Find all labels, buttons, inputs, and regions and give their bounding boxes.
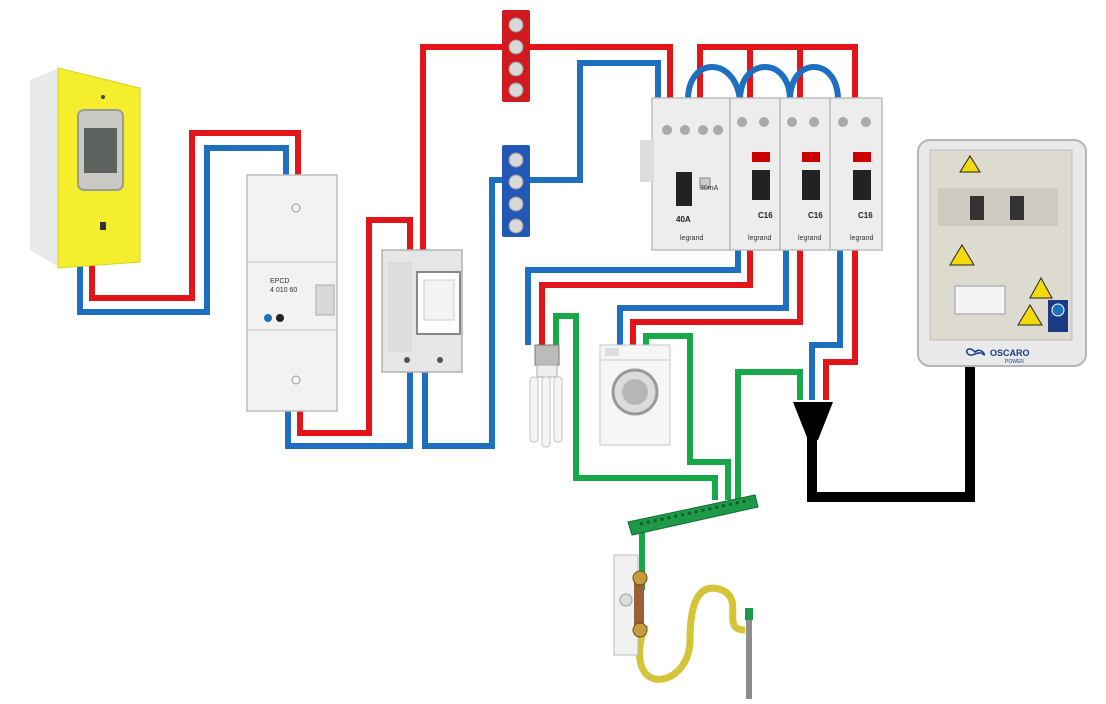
mcb-2-rating: C16 — [808, 211, 823, 220]
wire-bulb-phase — [539, 250, 753, 345]
wire-dc-cable — [807, 366, 975, 502]
wire-neutralbar-rcd — [530, 60, 661, 183]
earth-bus-bar — [627, 494, 759, 536]
breaker-handle — [315, 284, 335, 316]
wire-breaker-submeter-neutral — [285, 370, 413, 449]
wire-washer-neutral — [617, 250, 789, 345]
rcd-brand: legrand — [680, 235, 703, 242]
wire-submeter-neutralbar — [422, 177, 502, 449]
wire-neutral-arc-3 — [787, 64, 841, 101]
mcb-3-brand: legrand — [850, 235, 873, 242]
linky-meter — [30, 67, 141, 269]
wire-solar-phase — [823, 250, 858, 400]
warning-triangle-icon — [949, 244, 975, 266]
warning-triangle-icon — [1029, 276, 1053, 299]
rcd-handle — [676, 172, 692, 206]
meter-display — [84, 128, 117, 173]
y-connector — [793, 402, 833, 440]
energy-submeter — [381, 249, 463, 373]
main-breaker-brand: EPCD — [270, 278, 289, 285]
washing-machine-icon — [599, 344, 671, 446]
wire-breaker-submeter-phase — [297, 217, 413, 436]
wire-earth-cable — [636, 584, 746, 683]
earth-terminal — [613, 554, 648, 656]
rcd-switch: 40A 30mA legrand — [640, 97, 731, 251]
wire-bulb-earth — [553, 313, 718, 500]
mcb-2-handle — [802, 170, 820, 200]
info-circle-icon — [1051, 303, 1065, 317]
warning-triangle-icon — [1017, 304, 1043, 326]
wire-solar-earth — [735, 369, 803, 500]
breaker-test-button — [264, 314, 272, 322]
inverter-brand: OSCARO — [990, 348, 1030, 358]
mcb-1: C16 legrand — [729, 97, 781, 251]
mcb-3: C16 legrand — [829, 97, 883, 251]
mcb-3-handle — [853, 170, 871, 200]
breaker-adjust — [276, 314, 284, 322]
mcb-3-rating: C16 — [858, 211, 873, 220]
wire-washer-phase — [630, 250, 803, 345]
rcd-rating: 40A — [676, 215, 691, 224]
wire-meter-breaker-phase — [89, 130, 301, 301]
wire-solar-neutral — [809, 250, 843, 400]
rcd-sensitivity: 30mA — [700, 185, 719, 192]
earth-rod-icon — [745, 608, 753, 699]
wire-washer-earth — [643, 333, 731, 500]
mcb-1-rating: C16 — [758, 211, 773, 220]
wire-meter-breaker-neutral — [77, 145, 289, 315]
mcb-1-handle — [752, 170, 770, 200]
warning-triangle-icon — [959, 155, 981, 173]
mcb-2-brand: legrand — [798, 235, 821, 242]
main-breaker: EPCD 4 010 60 — [246, 174, 338, 412]
wire-neutral-arc-1 — [685, 64, 743, 101]
wire-submeter-phasebar — [420, 44, 673, 255]
meter-led — [101, 95, 105, 99]
neutral-bus-bar — [502, 145, 530, 237]
solar-junction-box: OSCARO POWER — [917, 139, 1087, 367]
wire-neutral-arc-2 — [737, 64, 793, 101]
wire-bulb-neutral — [525, 250, 741, 345]
rcd-test-button — [699, 177, 711, 189]
meter-button — [100, 222, 106, 230]
mcb-2: C16 legrand — [779, 97, 831, 251]
mcb-1-brand: legrand — [748, 235, 771, 242]
phase-bus-bar — [502, 10, 530, 102]
main-breaker-ref: 4 010 60 — [270, 287, 297, 294]
infinity-logo-icon — [965, 348, 986, 356]
inverter-sub: POWER — [1005, 359, 1024, 365]
cfl-bulb-icon — [529, 344, 563, 448]
